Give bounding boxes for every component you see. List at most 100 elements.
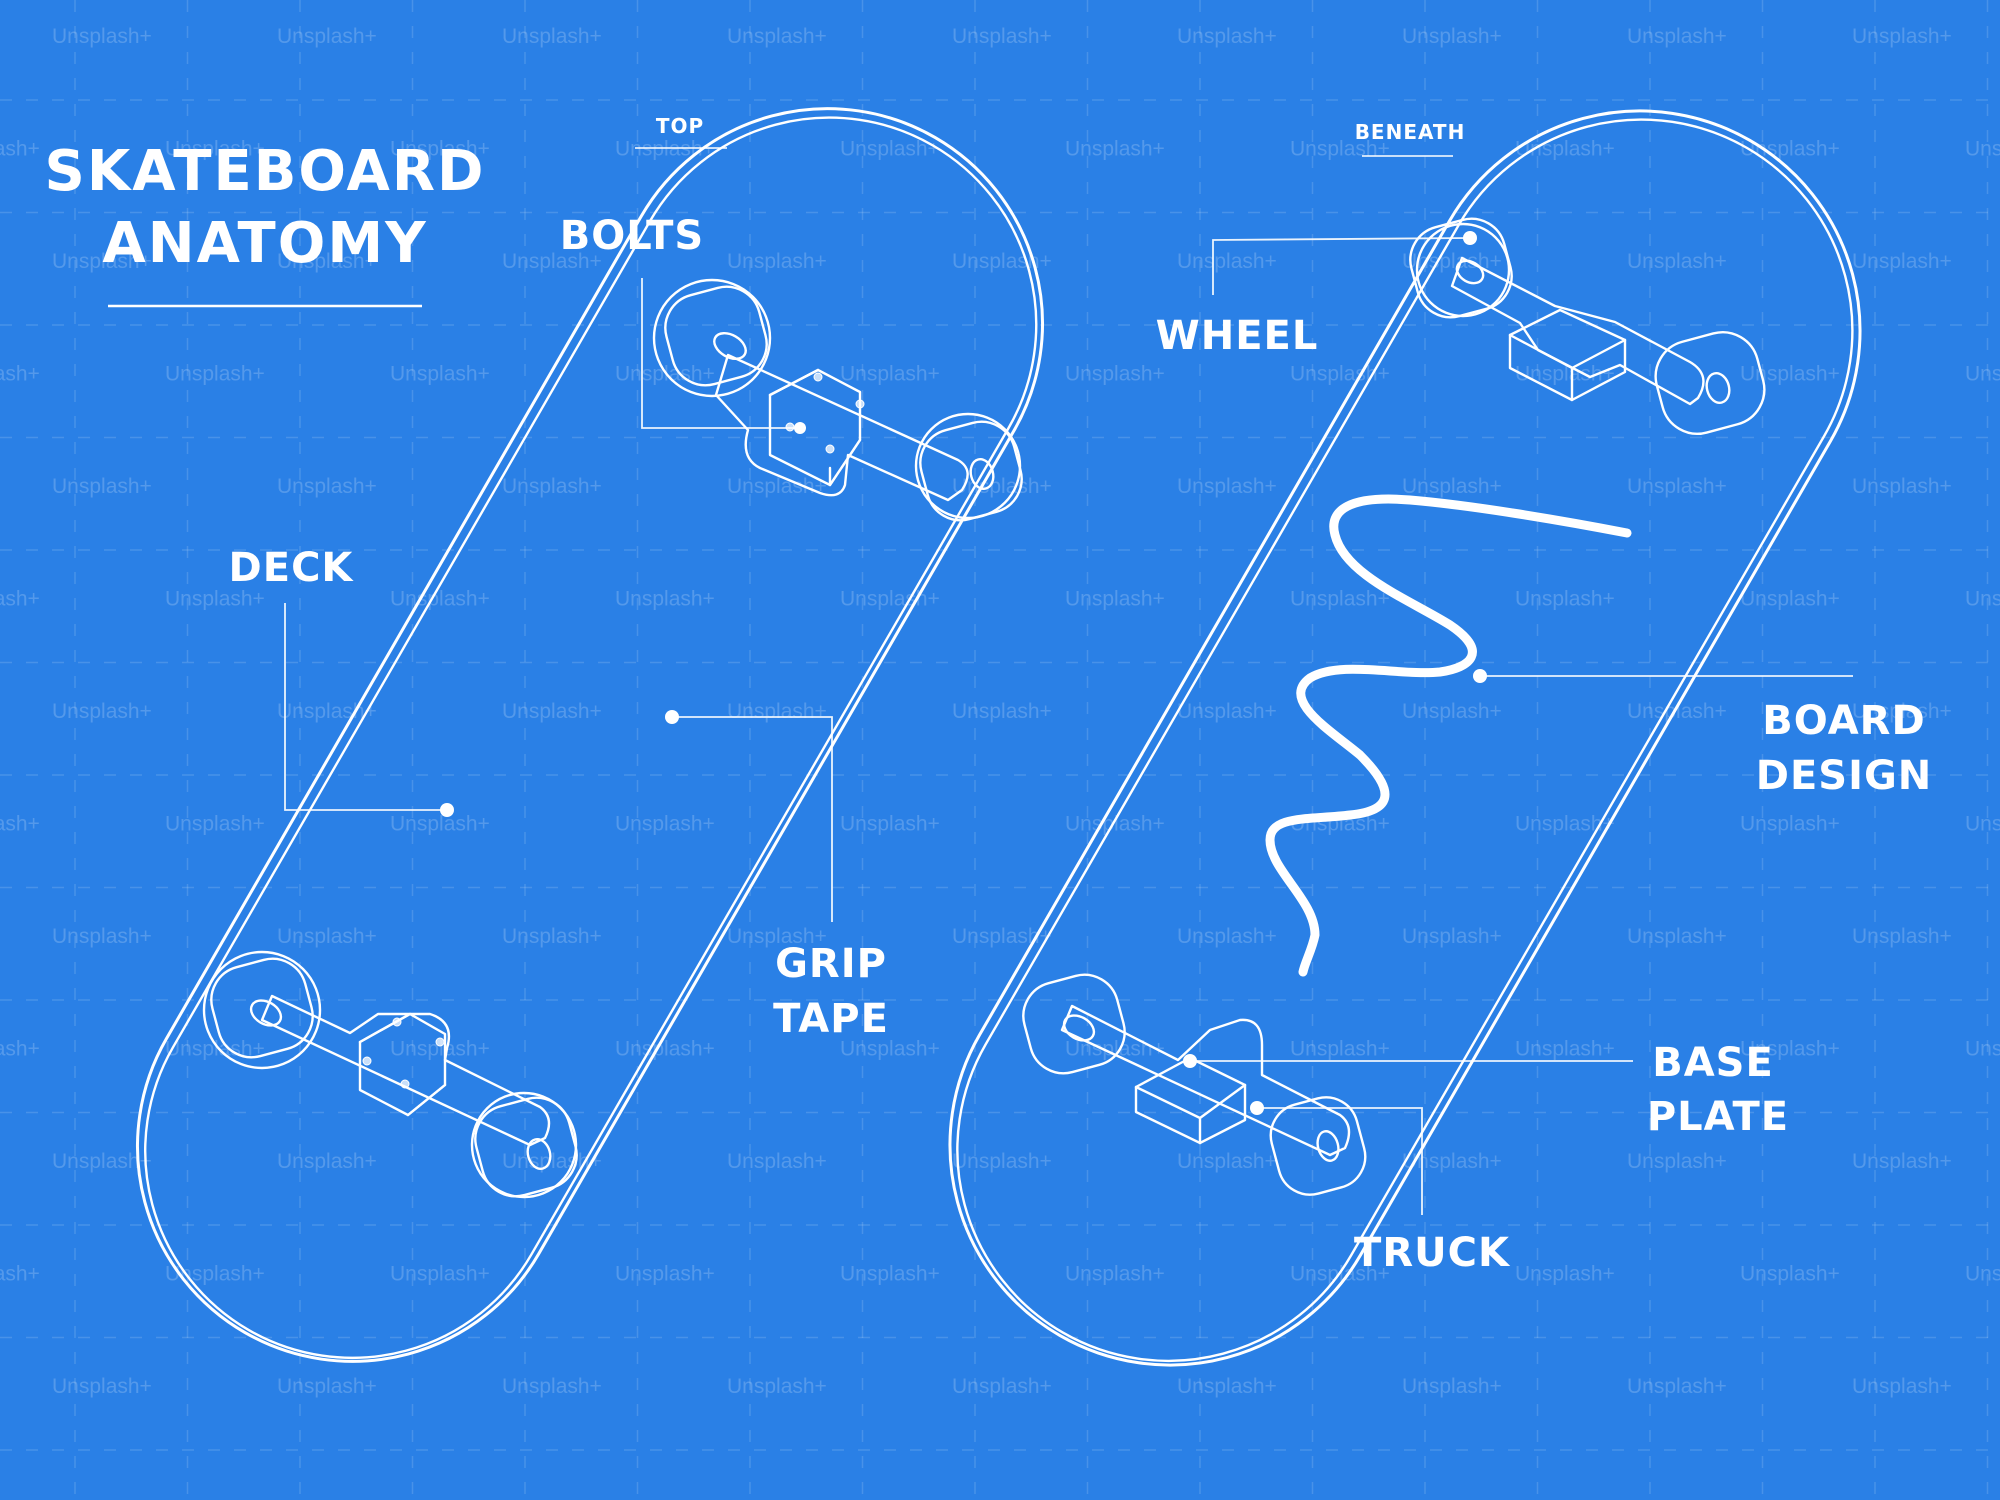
- board-design-squiggle: [1265, 494, 1632, 977]
- watermark-text: Unsplash+: [1627, 25, 1727, 48]
- watermark-text: Unsplash+: [840, 1038, 940, 1061]
- watermark-text: Unsplash+: [840, 363, 940, 386]
- watermark-text: Unsplash+: [502, 700, 602, 723]
- watermark-text: Unsplash+: [0, 588, 40, 611]
- grip-tape-leader-line: [672, 716, 833, 922]
- watermark-text: Unsplash+: [1740, 363, 1840, 386]
- label-base-plate-line-2: PLATE: [1647, 1094, 1789, 1140]
- watermark-text: Unsplash+: [1177, 475, 1277, 498]
- watermark-text: Unsplash+: [1402, 700, 1502, 723]
- watermark-text: Unsplash+: [1627, 475, 1727, 498]
- watermark-text: Unsplash+: [1965, 588, 2000, 611]
- view-label-top: TOP: [656, 114, 704, 138]
- label-base-plate-line-1: BASE: [1652, 1040, 1774, 1086]
- watermark-text: Unsplash+: [0, 813, 40, 836]
- watermark-text: Unsplash+: [0, 1038, 40, 1061]
- watermark-text: Unsplash+: [840, 588, 940, 611]
- skateboard-top-view: [136, 107, 1044, 1363]
- watermark-text: Unsplash+: [727, 250, 827, 273]
- watermark-text: Unsplash+: [277, 25, 377, 48]
- watermark-text: Unsplash+: [615, 813, 715, 836]
- label-bolts: BOLTS: [560, 213, 704, 259]
- watermark-text: Unsplash+: [1965, 1038, 2000, 1061]
- truck-beneath-front: [1409, 217, 1766, 435]
- title-line-1: SKATEBOARD: [45, 139, 486, 204]
- watermark-text: Unsplash+: [1402, 1375, 1502, 1398]
- watermark-text: Unsplash+: [1290, 138, 1390, 161]
- deck-outline-outer: [136, 107, 1044, 1363]
- label-board-design-line-2: DESIGN: [1756, 753, 1933, 799]
- watermark-text: Unsplash+: [390, 138, 490, 161]
- watermark-text: Unsplash+: [1627, 250, 1727, 273]
- watermark-text: Unsplash+: [277, 475, 377, 498]
- label-board-design-line-1: BOARD: [1762, 698, 1925, 744]
- watermark-text: Unsplash+: [502, 250, 602, 273]
- watermark-text: Unsplash+: [952, 925, 1052, 948]
- label-deck: DECK: [229, 545, 355, 591]
- watermark-text: Unsplash+: [1515, 1038, 1615, 1061]
- watermark-text: Unsplash+: [615, 363, 715, 386]
- watermark-text: Unsplash+: [1065, 363, 1165, 386]
- watermark-text: Unsplash+: [952, 1375, 1052, 1398]
- watermark-text: Unsplash+: [1852, 700, 1952, 723]
- watermark-text: Unsplash+: [277, 250, 377, 273]
- watermark-text: Unsplash+: [952, 1150, 1052, 1173]
- watermark-text: Unsplash+: [615, 1038, 715, 1061]
- watermark-text: Unsplash+: [165, 138, 265, 161]
- watermark-text: Unsplash+: [52, 475, 152, 498]
- watermark-text: Unsplash+: [1402, 925, 1502, 948]
- watermark-text: Unsplash+: [1065, 138, 1165, 161]
- watermark-text: Unsplash+: [52, 925, 152, 948]
- watermark-text: Unsplash+: [502, 475, 602, 498]
- watermark-layer: Unsplash+ Unsplash+ Unsplash+ Unsplash+ Unsp…: [0, 25, 2000, 1398]
- watermark-text: Unsplash+: [165, 813, 265, 836]
- watermark-text: Unsplash+: [502, 925, 602, 948]
- watermark-text: Unsplash+: [952, 250, 1052, 273]
- watermark-text: Unsplash+: [1402, 475, 1502, 498]
- watermark-text: Unsplash+: [1065, 1263, 1165, 1286]
- watermark-text: Unsplash+: [1852, 475, 1952, 498]
- watermark-text: Unsplash+: [1965, 1263, 2000, 1286]
- wheel-leader-line: [1212, 237, 1471, 295]
- watermark-text: Unsplash+: [1515, 588, 1615, 611]
- watermark-text: Unsplash+: [502, 25, 602, 48]
- truck-leader-line: [1257, 1107, 1423, 1215]
- watermark-text: Unsplash+: [0, 363, 40, 386]
- truck-top-front: [652, 278, 1023, 522]
- watermark-text: Unsplash+: [1627, 925, 1727, 948]
- deck-beneath-outline-inner: [956, 118, 1854, 1363]
- watermark-text: Unsplash+: [1852, 925, 1952, 948]
- watermark-text: Unsplash+: [615, 1263, 715, 1286]
- watermark-text: Unsplash+: [1627, 1375, 1727, 1398]
- label-wheel: WHEEL: [1156, 313, 1319, 359]
- watermark-text: Unsplash+: [1740, 813, 1840, 836]
- watermark-text: Unsplash+: [390, 1263, 490, 1286]
- watermark-text: Unsplash+: [1177, 925, 1277, 948]
- watermark-text: Unsplash+: [1177, 1375, 1277, 1398]
- watermark-text: Unsplash+: [1402, 250, 1502, 273]
- watermark-text: Unsplash+: [0, 1263, 40, 1286]
- watermark-text: Unsplash+: [1627, 700, 1727, 723]
- watermark-text: Unsplash+: [0, 138, 40, 161]
- watermark-text: Unsplash+: [615, 588, 715, 611]
- watermark-text: Unsplash+: [840, 138, 940, 161]
- bolts-leader-line: [641, 278, 800, 429]
- watermark-text: Unsplash+: [615, 138, 715, 161]
- deck-leader-line: [284, 603, 447, 811]
- label-truck: TRUCK: [1354, 1230, 1511, 1276]
- watermark-text: Unsplash+: [1740, 138, 1840, 161]
- watermark-text: Unsplash+: [1740, 1263, 1840, 1286]
- watermark-text: Unsplash+: [952, 700, 1052, 723]
- watermark-text: Unsplash+: [277, 925, 377, 948]
- watermark-text: Unsplash+: [390, 363, 490, 386]
- deck-outline-inner: [144, 116, 1038, 1360]
- view-label-beneath: BENEATH: [1355, 120, 1466, 144]
- watermark-text: Unsplash+: [1740, 588, 1840, 611]
- watermark-text: Unsplash+: [1402, 25, 1502, 48]
- watermark-text: Unsplash+: [1852, 250, 1952, 273]
- watermark-text: Unsplash+: [840, 813, 940, 836]
- watermark-text: Unsplash+: [1177, 250, 1277, 273]
- watermark-text: Unsplash+: [1515, 363, 1615, 386]
